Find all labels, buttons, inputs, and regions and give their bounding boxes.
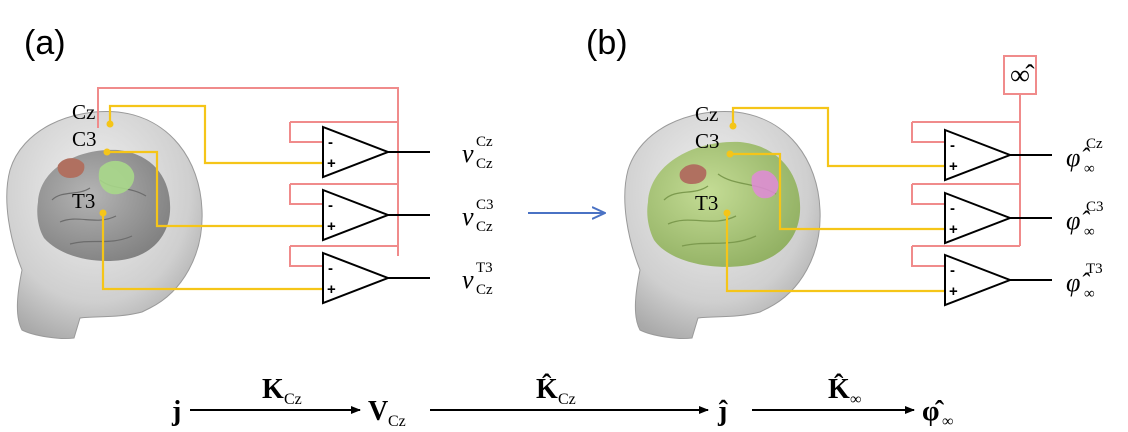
svg-text:Cz: Cz <box>476 134 493 150</box>
svg-text:Cz: Cz <box>476 282 493 298</box>
output-label-a-1: v Cz Cz <box>462 134 493 172</box>
output-label-a-3: v T3 Cz <box>462 260 493 298</box>
amplifier-a-3: - + <box>322 251 391 305</box>
svg-text:+: + <box>327 218 336 235</box>
svg-text:∞: ∞ <box>942 413 953 430</box>
amplifier-b-3: - + <box>944 253 1013 307</box>
svg-text:C3: C3 <box>1086 199 1104 215</box>
eq-j: j <box>171 396 181 427</box>
svg-text:+: + <box>327 281 336 298</box>
output-label-b-1: φ̂ Cz ∞ <box>1066 136 1103 177</box>
svg-text:Cz: Cz <box>558 391 576 408</box>
svg-text:Cz: Cz <box>1086 136 1103 152</box>
svg-text:+: + <box>327 155 336 172</box>
svg-text:∞: ∞ <box>1084 286 1095 302</box>
svg-text:-: - <box>328 197 333 214</box>
svg-text:∞: ∞ <box>1084 224 1095 240</box>
svg-text:-: - <box>328 260 333 277</box>
svg-text:+: + <box>949 283 958 300</box>
electrode-label-t3-a: T3 <box>72 189 95 213</box>
panel-label-b: (b) <box>586 24 628 62</box>
eq-v: V <box>368 396 388 427</box>
svg-text:-: - <box>950 262 955 279</box>
svg-text:v: v <box>462 202 474 231</box>
amplifier-a-2: - + <box>322 188 391 242</box>
svg-text:v: v <box>462 139 474 168</box>
electrode-label-cz-a: Cz <box>72 100 95 124</box>
electrode-c3-a <box>103 148 111 156</box>
wiring-b <box>725 94 1052 293</box>
output-label-b-3: φ̂ T3 ∞ <box>1066 261 1103 302</box>
head-a <box>6 111 203 339</box>
region-red-b <box>679 164 707 184</box>
svg-text:-: - <box>950 137 955 154</box>
svg-text:Cz: Cz <box>476 156 493 172</box>
electrode-c3-b <box>726 150 734 158</box>
eq-khat-inf: K̂ <box>828 374 850 405</box>
electrode-label-cz-b: Cz <box>695 102 718 126</box>
output-label-a-2: v C3 Cz <box>462 197 494 235</box>
svg-text:∞: ∞ <box>1084 161 1095 177</box>
electrode-t3-a <box>99 209 107 217</box>
svg-text:Cz: Cz <box>284 391 302 408</box>
eq-khat-cz: K̂ <box>536 374 558 405</box>
svg-text:T3: T3 <box>476 260 493 276</box>
amplifier-b-1: - + <box>944 128 1013 182</box>
region-green-a <box>98 160 135 195</box>
svg-text:C3: C3 <box>476 197 494 213</box>
electrode-t3-b <box>723 209 731 217</box>
wiring-a <box>97 87 430 291</box>
svg-text:T3: T3 <box>1086 261 1103 277</box>
eq-jhat: ĵ <box>717 396 728 427</box>
svg-text:∞: ∞ <box>850 391 861 408</box>
svg-text:Cz: Cz <box>388 413 406 430</box>
svg-text:Cz: Cz <box>476 219 493 235</box>
infinity-reference-box: ∞̂ <box>1003 55 1037 95</box>
svg-text:-: - <box>950 200 955 217</box>
electrode-cz-a <box>106 120 114 128</box>
output-label-b-2: φ̂ C3 ∞ <box>1066 199 1104 240</box>
svg-text:+: + <box>949 158 958 175</box>
head-b <box>624 111 821 339</box>
svg-text:-: - <box>328 134 333 151</box>
svg-text:+: + <box>949 221 958 238</box>
electrode-cz-b <box>729 122 737 130</box>
region-pink-b <box>751 170 779 199</box>
electrode-label-t3-b: T3 <box>695 191 718 215</box>
amplifier-b-2: - + <box>944 191 1013 245</box>
electrode-label-c3-a: C3 <box>72 127 97 151</box>
electrode-label-c3-b: C3 <box>695 129 720 153</box>
eq-phihat: φ̂ <box>922 396 944 427</box>
eq-k-cz: K <box>262 374 284 405</box>
amplifier-a-1: - + <box>322 125 391 179</box>
svg-text:v: v <box>462 265 474 294</box>
region-red-a <box>57 158 85 178</box>
equation-row: j K Cz V Cz K̂ Cz ĵ K̂ ∞ φ̂ ∞ <box>171 374 953 430</box>
panel-label-a: (a) <box>24 24 66 62</box>
